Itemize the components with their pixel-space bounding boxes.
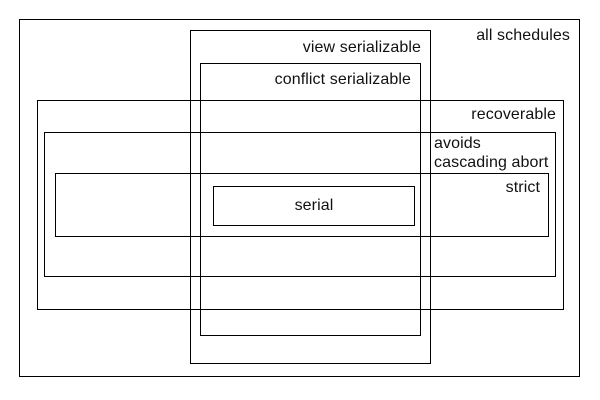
box-recoverable: recoverable — [37, 100, 564, 310]
label-avoids-cascading-abort: avoids cascading abort — [434, 134, 548, 172]
label-avoids-line1: avoids — [434, 135, 481, 152]
label-avoids-line2: cascading abort — [434, 154, 549, 171]
box-view-serializable: view serializable — [190, 30, 431, 364]
label-serial: serial — [294, 197, 334, 214]
box-serial: serial — [213, 186, 415, 226]
label-all-schedules: all schedules — [476, 27, 570, 44]
label-strict: strict — [505, 179, 540, 196]
label-recoverable: recoverable — [471, 106, 556, 123]
label-conflict-serializable: conflict serializable — [274, 71, 411, 88]
box-avoids-cascading-abort: avoids cascading abort — [44, 132, 556, 277]
box-conflict-serializable: conflict serializable — [200, 63, 421, 336]
box-all-schedules: all schedules — [19, 19, 580, 377]
label-view-serializable: view serializable — [302, 39, 421, 56]
box-strict: strict — [55, 173, 549, 237]
